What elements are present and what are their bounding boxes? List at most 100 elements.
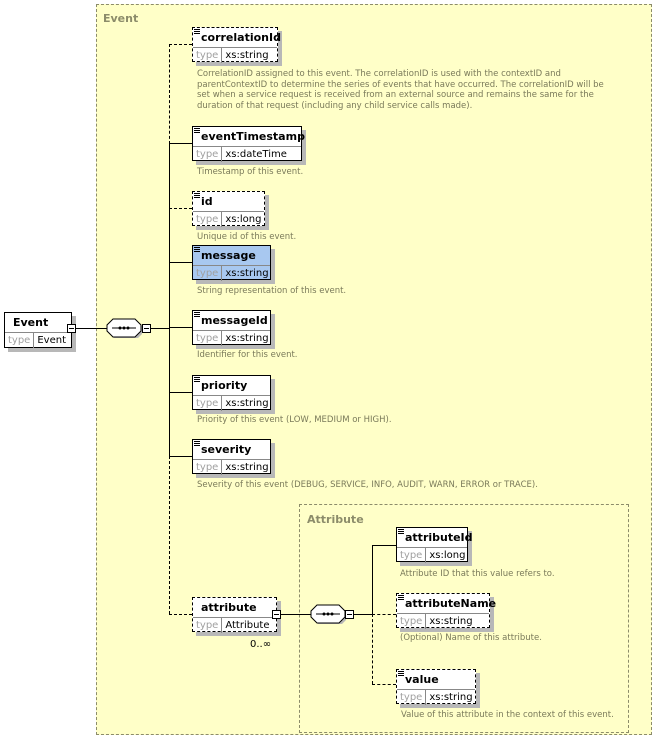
type-label: type — [193, 331, 223, 346]
type-value: xs:long — [429, 550, 466, 561]
type-label: type — [397, 614, 427, 629]
type-value: Event — [37, 335, 66, 346]
type-value: xs:string — [225, 50, 269, 61]
type-label: type — [5, 333, 35, 348]
documentation-icon — [194, 193, 200, 198]
type-label: type — [193, 618, 223, 633]
connector — [281, 614, 311, 615]
element-name: priority — [201, 379, 248, 392]
type-label: type — [397, 690, 427, 705]
collapse-event-button[interactable] — [67, 324, 76, 333]
element-name: eventTimestamp — [201, 130, 305, 143]
documentation-icon — [398, 595, 404, 600]
connector — [372, 614, 396, 615]
element-name: Event — [13, 316, 49, 329]
attribute-group: Attribute — [299, 504, 629, 733]
connector — [169, 143, 192, 144]
type-label: type — [193, 212, 223, 227]
type-label: type — [193, 460, 223, 475]
connector — [169, 208, 192, 209]
type-value: xs:long — [225, 214, 262, 225]
description-line: CorrelationID assigned to this event. Th… — [197, 69, 561, 79]
type-label: type — [193, 266, 223, 281]
type-value: xs:string — [429, 616, 473, 627]
type-label: type — [193, 147, 223, 162]
element-description: (Optional) Name of this attribute. — [400, 633, 542, 643]
element-description: Severity of this event (DEBUG, SERVICE, … — [197, 480, 538, 490]
type-value: xs:string — [429, 692, 473, 703]
connector — [169, 392, 192, 393]
element-description: Unique id of this event. — [197, 232, 297, 242]
element-description: Timestamp of this event. — [197, 167, 304, 177]
element-name: attributeId — [405, 531, 473, 544]
documentation-icon — [194, 128, 200, 133]
connector — [169, 208, 170, 456]
connector — [169, 614, 192, 615]
cardinality-label: 0..∞ — [250, 639, 272, 650]
type-value: xs:string — [225, 462, 269, 473]
connector — [169, 456, 192, 457]
collapse-sequence-button[interactable] — [142, 324, 151, 333]
documentation-icon — [194, 29, 200, 34]
element-name: attributeName — [405, 597, 497, 610]
element-description: CorrelationID assigned to this event. Th… — [197, 69, 604, 111]
element-name: messageId — [201, 314, 268, 327]
element-name: severity — [201, 443, 252, 456]
element-name: id — [201, 195, 213, 208]
element-name: attribute — [201, 601, 257, 614]
connector — [76, 328, 108, 329]
collapse-attribute-button[interactable] — [272, 610, 281, 619]
element-description: Attribute ID that this value refers to. — [400, 569, 555, 579]
type-value: Attribute — [225, 620, 270, 631]
documentation-icon — [194, 441, 200, 446]
element-name: value — [405, 673, 439, 686]
connector — [169, 262, 192, 263]
connector — [372, 545, 396, 546]
documentation-icon — [194, 247, 200, 252]
event-group-title: Event — [103, 12, 139, 25]
sequence-compositor-icon[interactable] — [310, 604, 346, 624]
element-description: Priority of this event (LOW, MEDIUM or H… — [197, 415, 392, 425]
element-description: String representation of this event. — [197, 286, 347, 296]
connector — [354, 614, 372, 615]
type-label: type — [397, 548, 427, 563]
documentation-icon — [194, 312, 200, 317]
type-value: xs:string — [225, 398, 269, 409]
type-value: xs:string — [225, 333, 269, 344]
element-name: correlationId — [201, 31, 281, 44]
connector — [169, 44, 170, 144]
element-name: message — [201, 249, 256, 262]
attribute-group-title: Attribute — [307, 513, 364, 526]
connector — [169, 143, 170, 208]
connector — [372, 684, 396, 685]
element-description: Value of this attribute in the context o… — [401, 710, 614, 720]
type-label: type — [193, 48, 223, 63]
connector — [151, 328, 169, 329]
description-line: duration of that request (including any … — [197, 100, 473, 111]
description-line: set when a service request is received f… — [197, 90, 594, 100]
sequence-compositor-icon[interactable] — [106, 318, 142, 338]
documentation-icon — [398, 671, 404, 676]
documentation-icon — [194, 377, 200, 382]
connector — [169, 456, 170, 614]
element-description: Identifier for this event. — [197, 350, 298, 360]
connector — [169, 44, 192, 45]
type-value: xs:string — [225, 268, 269, 279]
type-value: xs:dateTime — [225, 149, 287, 160]
collapse-sequence-button[interactable] — [345, 610, 354, 619]
documentation-icon — [398, 529, 404, 534]
type-label: type — [193, 396, 223, 411]
connector — [169, 327, 192, 328]
